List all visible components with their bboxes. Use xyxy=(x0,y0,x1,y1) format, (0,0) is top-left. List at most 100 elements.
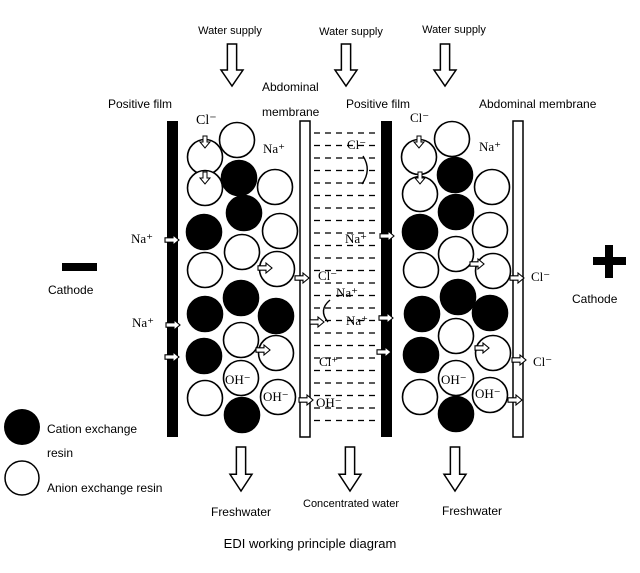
anion-resin-bead xyxy=(437,359,475,397)
anion-resin-bead xyxy=(257,334,295,372)
concentrated-water-label: Concentrated water xyxy=(303,498,399,510)
ion-label: Na⁺ xyxy=(263,141,285,156)
ion-arrow-icon xyxy=(164,350,180,364)
anion-resin-bead xyxy=(401,378,439,416)
arrow-down-icon xyxy=(333,43,359,88)
ion-label: Na⁺ xyxy=(346,313,368,328)
anion-resin-bead xyxy=(261,212,299,250)
cathode-label: Cathode xyxy=(48,283,94,297)
arrow-down-icon xyxy=(432,43,458,88)
ion-arrow-icon xyxy=(511,353,527,367)
cation-resin-bead xyxy=(220,159,258,197)
ion-label: OH⁻ xyxy=(263,389,289,404)
arrow-down-icon xyxy=(228,446,254,493)
ion-arrow-icon xyxy=(507,393,523,407)
ion-label: Cl⁻ xyxy=(531,269,550,284)
cation-resin-bead xyxy=(225,194,263,232)
ion-label: Cl⁻ xyxy=(318,268,337,283)
abdominal-membrane-label: Abdominal xyxy=(262,80,319,94)
anion-resin-bead xyxy=(223,233,261,271)
anion-resin-bead xyxy=(222,321,260,359)
plus-sign-icon-vertical xyxy=(605,245,613,278)
anion-resin-bead xyxy=(256,168,294,206)
water-supply-label: Water supply xyxy=(422,24,486,36)
ion-arrow-icon xyxy=(294,271,310,285)
resin-beads xyxy=(185,120,512,434)
diagram-caption: EDI working principle diagram xyxy=(224,536,397,551)
legend-cation-label: Cation exchange xyxy=(47,422,137,436)
ion-label: Cl⁻ xyxy=(347,137,366,152)
ion-arrow-icon xyxy=(164,233,180,247)
anion-resin-bead xyxy=(186,379,224,417)
ion-arrow-icon xyxy=(509,271,525,285)
ion-arrow-icon xyxy=(298,393,314,407)
ion-arrow-icon xyxy=(198,135,212,149)
ion-arrow-icon xyxy=(474,341,490,355)
freshwater-label: Freshwater xyxy=(211,505,271,519)
arrow-down-icon xyxy=(442,446,468,493)
cation-resin-bead xyxy=(437,395,475,433)
cation-resin-bead xyxy=(403,295,441,333)
cation-resin-bead xyxy=(401,213,439,251)
cation-resin-bead xyxy=(257,297,295,335)
ion-arrow-icon xyxy=(257,261,273,275)
anion-resin-bead xyxy=(473,168,511,206)
ion-arrow-icon xyxy=(376,345,392,359)
ion-label: Na⁺ xyxy=(132,315,154,330)
cathode-label: Cathode xyxy=(572,292,618,306)
anion-resin-bead xyxy=(437,317,475,355)
cation-resin-bead xyxy=(439,278,477,316)
cation-resin-bead xyxy=(437,193,475,231)
cation-resin-bead xyxy=(222,279,260,317)
ion-arrow-icon xyxy=(469,257,485,271)
cation-resin-bead xyxy=(223,396,261,434)
ion-label: OH⁻ xyxy=(225,372,251,387)
positive-film-label: Positive film xyxy=(108,97,172,111)
ion-label: OH⁻ xyxy=(475,386,501,401)
water-supply-label: Water supply xyxy=(198,25,262,37)
cation-resin-bead xyxy=(471,294,509,332)
positive-film-left xyxy=(167,121,178,437)
anion-resin-bead xyxy=(433,120,471,158)
anion-resin-icon xyxy=(4,460,40,496)
ion-arrow-icon xyxy=(165,318,181,332)
cation-resin-bead xyxy=(186,295,224,333)
anion-resin-bead xyxy=(474,334,512,372)
ion-label: Cl⁻ xyxy=(533,354,552,369)
abdominal-membrane-label: membrane xyxy=(262,105,320,119)
cation-resin-bead xyxy=(185,337,223,375)
anion-resin-bead xyxy=(402,251,440,289)
ion-label: Na⁺ xyxy=(479,139,501,154)
concentrate-chamber-dashes xyxy=(314,132,375,422)
ion-arrow-icon xyxy=(309,315,325,329)
abdominal-membrane-label: Abdominal membrane xyxy=(479,97,597,111)
ion-label: Na⁺ xyxy=(345,231,367,246)
ion-arrow-icon xyxy=(379,229,395,243)
cation-resin-icon xyxy=(4,409,40,445)
legend-anion-label: Anion exchange resin xyxy=(47,481,162,495)
water-supply-label: Water supply xyxy=(319,26,383,38)
anion-resin-bead xyxy=(186,251,224,289)
curved-arrow-icon xyxy=(361,155,368,185)
ion-arrows xyxy=(164,135,527,407)
positive-film-right xyxy=(381,121,392,437)
anion-resin-bead xyxy=(218,121,256,159)
ion-arrow-icon xyxy=(378,311,394,325)
arrow-down-icon xyxy=(337,446,363,493)
ion-arrow-icon xyxy=(412,135,426,149)
anion-resin-bead xyxy=(222,359,260,397)
ion-label: OH⁻ xyxy=(441,372,467,387)
arrow-down-icon xyxy=(228,446,468,493)
anion-resin-bead xyxy=(437,235,475,273)
arrow-down-icon xyxy=(219,43,458,88)
ion-label: Cl⁻ xyxy=(410,110,429,125)
cation-resin-bead xyxy=(402,336,440,374)
anion-resin-bead xyxy=(471,376,509,414)
cation-resin-bead xyxy=(185,213,223,251)
ion-label: Cl⁻ xyxy=(196,113,217,128)
freshwater-label: Freshwater xyxy=(442,504,502,518)
legend-cation-label: resin xyxy=(47,446,73,460)
curved-arrow-icon xyxy=(322,299,331,323)
